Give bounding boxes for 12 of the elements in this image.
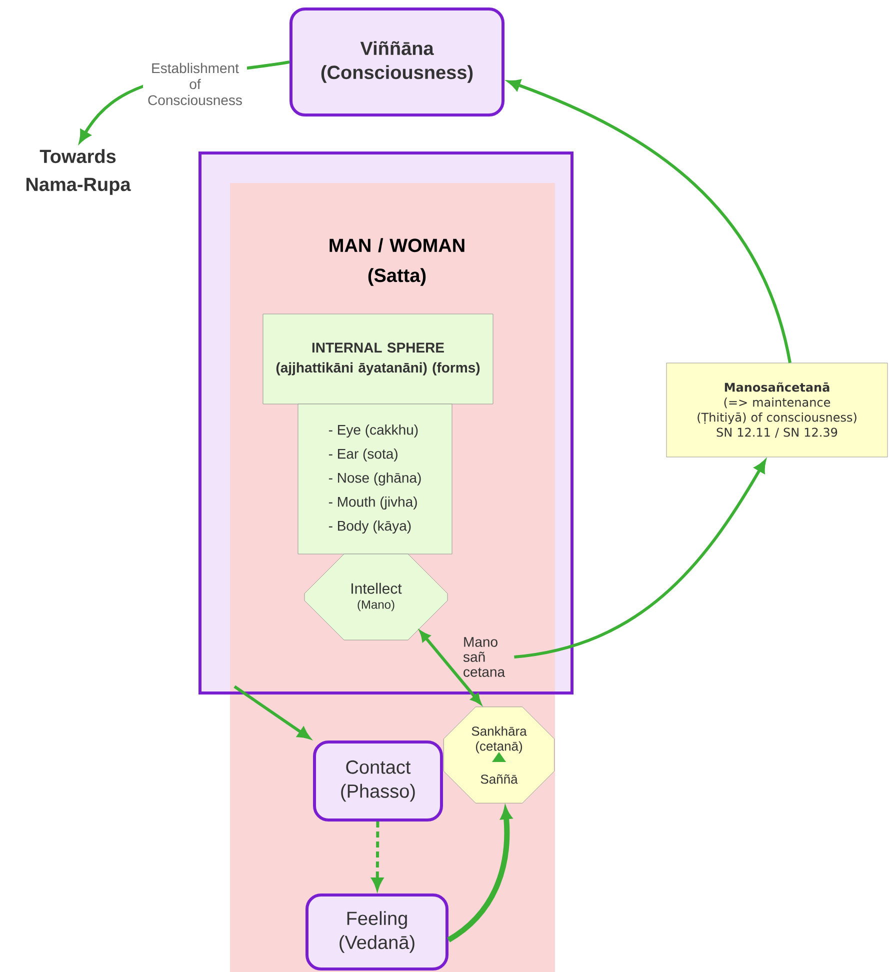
sankhara-octagon: Sankhāra (cetanā) Saññā	[443, 706, 555, 804]
arrow	[514, 460, 766, 658]
note-box: Manosañcetanā (=> maintenance (Ṭhitiyā) of consciousness) SN 12.11 / SN 12.39	[666, 362, 888, 458]
arrow	[234, 685, 310, 739]
intellect-octagon: Intellect (Mano)	[304, 554, 448, 640]
process-box: Feeling (Vedanā)	[306, 894, 448, 970]
destination-label: Towards Nama-Rupa	[26, 149, 131, 195]
idea-box: Viññāna (Consciousness)	[290, 8, 504, 116]
sense-list-box: - Eye (cakkhu) - Ear (sota) - Nose (ghāna) - Mouth (jivha) - Body (kāya)	[298, 404, 452, 554]
arrow	[420, 630, 482, 704]
term-label: Mano sañ cetana	[463, 637, 506, 677]
process-box: Contact (Phasso)	[313, 740, 443, 822]
